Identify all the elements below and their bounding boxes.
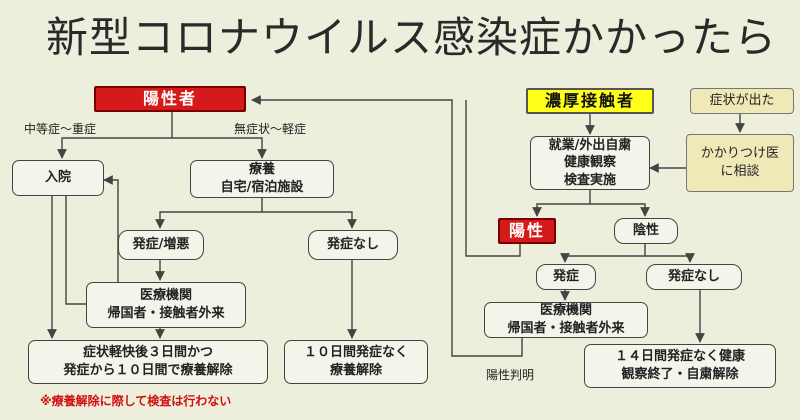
onset-right-box: 発症	[536, 264, 596, 290]
no-onset-right-label: 発症なし	[667, 269, 720, 285]
hospital-box: 入院	[12, 160, 104, 196]
line-medical-to-hospital-top	[103, 175, 119, 290]
line-restraint-split	[532, 190, 591, 217]
label-positive-found: 陽性判明	[486, 368, 535, 382]
line-medical-right-positive-found	[251, 95, 523, 357]
label-moderate-severe: 中等症～重症	[24, 122, 97, 136]
line-negative-no-onset	[645, 253, 695, 263]
recuperation-line-2: 自宅/宿泊施設	[220, 180, 304, 195]
release-10days-line-2: 療養解除	[329, 363, 382, 378]
medical-right-line-2: 帰国者・接触者外来	[507, 321, 625, 336]
medical-left-box: 医療機関 帰国者・接触者外来	[86, 282, 246, 328]
note-no-test: ※療養解除に際して検査は行わない	[40, 394, 232, 408]
self-restraint-line-3: 検査実施	[563, 172, 616, 188]
positive-right-box: 陽性	[498, 218, 556, 244]
onset-worse-box: 発症/増悪	[118, 230, 204, 260]
consult-line-1: かかりつけ医	[700, 146, 780, 162]
no-onset-left-box: 発症なし	[308, 230, 398, 260]
line-negative-split	[560, 244, 646, 263]
self-restraint-line-2: 健康観察	[563, 155, 616, 171]
line-positive-split	[57, 112, 173, 159]
hospital-label: 入院	[44, 170, 71, 186]
symptom-label: 症状が出た	[709, 93, 775, 109]
release-symptom-box: 症状軽快後３日間かつ 発症から１０日間で療養解除	[28, 340, 268, 384]
consult-box: かかりつけ医 に相談	[686, 134, 794, 192]
line-restraint-negative	[590, 203, 650, 217]
positive-right-label: 陽性	[508, 221, 545, 241]
line-positive-right-to-positive	[465, 100, 521, 257]
negative-label: 陰性	[632, 223, 659, 239]
symptom-box: 症状が出た	[690, 88, 794, 114]
release-10days-line-1: １０日間発症なく	[303, 345, 408, 361]
onset-worse-label: 発症/増悪	[132, 237, 190, 253]
no-onset-left-label: 発症なし	[326, 237, 379, 253]
release-14days-box: １４日間発症なく健康 観察終了・自粛解除	[584, 344, 776, 388]
medical-left-line-1: 医療機関	[139, 288, 192, 304]
onset-right-label: 発症	[552, 269, 579, 285]
label-asymptomatic-mild: 無症状～軽症	[234, 122, 307, 136]
release-14days-line-2: 観察終了・自粛解除	[621, 367, 739, 382]
page-title: 新型コロナウイルス感染症かかったら	[46, 13, 778, 62]
medical-right-box: 医療機関 帰国者・接触者外来	[484, 302, 648, 338]
release-14days-line-1: １４日間発症なく健康	[614, 349, 745, 365]
recuperation-box: 療養 自宅/宿泊施設	[190, 160, 334, 198]
line-positive-to-recuperation	[172, 137, 267, 159]
release-symptom-line-2: 発症から１０日間で療養解除	[63, 363, 233, 378]
line-recuperation-split	[155, 198, 263, 229]
line-medical-to-hospital	[65, 196, 86, 305]
medical-left-line-2: 帰国者・接触者外来	[107, 306, 225, 321]
positive-box: 陽性者	[94, 86, 246, 112]
release-symptom-line-1: 症状軽快後３日間かつ	[82, 345, 213, 361]
no-onset-right-box: 発症なし	[646, 264, 742, 290]
close-contact-label: 濃厚接触者	[544, 91, 635, 111]
close-contact-box: 濃厚接触者	[526, 88, 654, 114]
self-restraint-box: 就業/外出自粛 健康観察 検査実施	[530, 136, 650, 190]
line-recuperation-no-onset	[262, 211, 357, 229]
negative-box: 陰性	[614, 218, 678, 244]
self-restraint-line-1: 就業/外出自粛	[548, 137, 632, 153]
recuperation-line-1: 療養	[248, 162, 275, 178]
positive-label: 陽性者	[142, 89, 197, 109]
medical-right-line-1: 医療機関	[539, 303, 592, 319]
release-10days-box: １０日間発症なく 療養解除	[284, 340, 428, 384]
consult-line-2: に相談	[720, 164, 760, 179]
